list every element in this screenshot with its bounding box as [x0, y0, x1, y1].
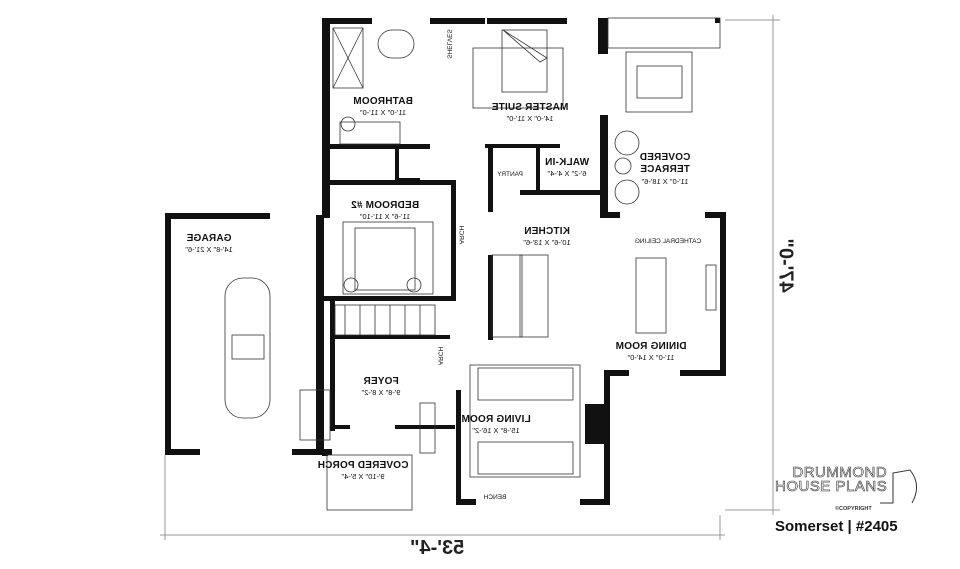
- dining-label: DINING ROOM: [615, 341, 687, 352]
- foyer-size: 9'-8" X 8'-2": [361, 388, 401, 397]
- cathedral-ceiling-label: CATHEDRAL CEILING: [634, 238, 702, 245]
- drummond-logo: DRUMMOND HOUSE PLANS: [775, 464, 888, 495]
- shelves-label: SHELVES: [445, 29, 453, 59]
- terrace-label-2: TERRACE: [640, 164, 690, 175]
- bedroom2-label: BEDROOM #2: [350, 200, 420, 211]
- foyer-label: FOYER: [363, 376, 399, 387]
- garage-size: 14'-8" X 21'-6": [185, 245, 233, 254]
- dining-size: 11'-0" X 14'-0": [627, 353, 675, 362]
- arch-label-foyer: ARCH: [436, 346, 444, 366]
- logo-line-2: HOUSE PLANS: [775, 478, 888, 495]
- kitchen-label: KITCHEN: [524, 226, 570, 237]
- bathroom-size: 11'-0" X 11'-0": [359, 108, 407, 117]
- bench-label: BENCH: [483, 494, 507, 501]
- master-suite-label: MASTER SUITE: [491, 102, 569, 113]
- terrace-size: 11'-0" X 18'-6": [641, 177, 689, 186]
- garage-label: GARAGE: [186, 233, 232, 244]
- fixtures: [224, 17, 721, 511]
- plan-title: Somerset | #2405: [775, 518, 898, 535]
- depth-dimension: 47'-0": [774, 238, 797, 293]
- pantry-label: PANTRY: [497, 171, 523, 178]
- bedroom2-size: 11'-6" X 11'-10": [359, 212, 411, 221]
- walk-in-size: 6'-2" X 4'-4": [547, 169, 587, 178]
- width-dimension: 53'-4": [410, 537, 465, 559]
- kitchen-size: 10'-6" X 13'-6": [523, 238, 571, 247]
- walls: [165, 18, 726, 505]
- logo-line-1: DRUMMOND: [792, 464, 888, 481]
- master-suite-size: 14'-0" X 11'-0": [506, 114, 554, 123]
- arch-label-kitchen: ARCH: [457, 225, 465, 245]
- living-label: LIVING ROOM: [461, 414, 531, 425]
- living-size: 15'-8" X 16'-2": [472, 426, 520, 435]
- copyright-label: ©COPYRIGHT: [835, 506, 872, 512]
- dimension-lines: [160, 15, 780, 540]
- bathroom-label: BATHROOM: [353, 96, 413, 107]
- porch-label: COVERED PORCH: [317, 460, 409, 471]
- terrace-label-1: COVERED: [639, 152, 691, 163]
- walk-in-label: WALK-IN: [544, 157, 590, 168]
- porch-size: 9'-10" X 5'-4": [341, 472, 385, 481]
